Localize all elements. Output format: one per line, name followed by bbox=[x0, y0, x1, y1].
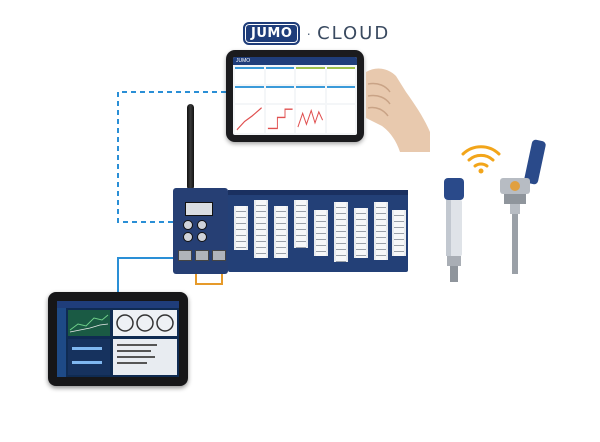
dashboard-tile bbox=[326, 86, 355, 104]
step-line-icon bbox=[267, 108, 293, 130]
antenna-icon bbox=[187, 104, 194, 190]
controller-button bbox=[197, 232, 207, 242]
list-row bbox=[117, 356, 155, 358]
dashboard-tile bbox=[296, 86, 325, 104]
panel-gauge-area bbox=[113, 310, 177, 336]
dashboard-tile bbox=[235, 86, 264, 104]
logo-separator: · bbox=[306, 25, 312, 41]
trend-line-icon bbox=[236, 107, 262, 131]
panel-slider-area bbox=[68, 339, 110, 375]
slider-track bbox=[72, 347, 102, 350]
terminal-block bbox=[234, 206, 248, 250]
list-row bbox=[117, 344, 157, 346]
panel-top-bar bbox=[57, 301, 179, 308]
panel-screen bbox=[57, 301, 179, 377]
trend-chart bbox=[235, 105, 264, 133]
tablet-screen: JUMO bbox=[233, 57, 357, 135]
panel-trend-icon bbox=[69, 314, 109, 333]
terminal-block bbox=[354, 208, 368, 258]
controller-button bbox=[183, 232, 193, 242]
dashboard-tile bbox=[296, 67, 325, 85]
terminal-block bbox=[274, 206, 288, 258]
zigzag-line-icon bbox=[297, 109, 323, 128]
jumo-cloud-logo: JUMO · CLOUD bbox=[243, 20, 390, 46]
panel-side-nav bbox=[57, 308, 66, 377]
logo-brand: JUMO bbox=[243, 21, 301, 45]
dashboard-grid bbox=[235, 67, 355, 133]
controller-top-rail bbox=[228, 190, 408, 195]
touch-panel-device bbox=[48, 292, 188, 386]
controller-display bbox=[185, 202, 213, 216]
terminal-block bbox=[294, 200, 308, 248]
empty-chart bbox=[326, 105, 355, 133]
dashboard-tile bbox=[235, 67, 264, 85]
gauge-icon bbox=[116, 314, 174, 332]
ethernet-port-icon bbox=[195, 250, 209, 261]
controller-io-modules bbox=[228, 190, 408, 272]
dashboard-tile bbox=[265, 67, 294, 85]
step-chart bbox=[265, 105, 294, 133]
panel-list-area bbox=[113, 339, 177, 375]
wireless-transmitter-icon bbox=[500, 139, 546, 274]
ethernet-port-icon bbox=[212, 250, 226, 261]
dashed-wire bbox=[117, 91, 226, 223]
controller-button bbox=[197, 220, 207, 230]
automation-controller bbox=[173, 184, 408, 274]
terminal-block bbox=[254, 200, 268, 258]
terminal-block bbox=[334, 202, 348, 262]
dashboard-tile bbox=[265, 86, 294, 104]
terminal-block bbox=[392, 210, 406, 256]
wireless-sensor-icon bbox=[444, 178, 464, 282]
list-row bbox=[117, 362, 147, 364]
tablet-header: JUMO bbox=[233, 57, 357, 65]
dashboard-tile bbox=[326, 67, 355, 85]
hand-icon bbox=[366, 68, 430, 152]
wifi-icon bbox=[461, 145, 501, 174]
logo-product: CLOUD bbox=[317, 22, 391, 44]
solid-blue-wire bbox=[117, 257, 178, 292]
slider-track bbox=[72, 361, 102, 364]
tablet-device: JUMO bbox=[226, 50, 364, 142]
zigzag-chart bbox=[296, 105, 325, 133]
controller-button bbox=[183, 220, 193, 230]
ethernet-port-icon bbox=[178, 250, 192, 261]
terminal-block bbox=[314, 210, 328, 256]
list-row bbox=[117, 350, 151, 352]
panel-trend-area bbox=[68, 310, 110, 336]
terminal-block bbox=[374, 202, 388, 260]
controller-cpu-module bbox=[173, 188, 228, 274]
